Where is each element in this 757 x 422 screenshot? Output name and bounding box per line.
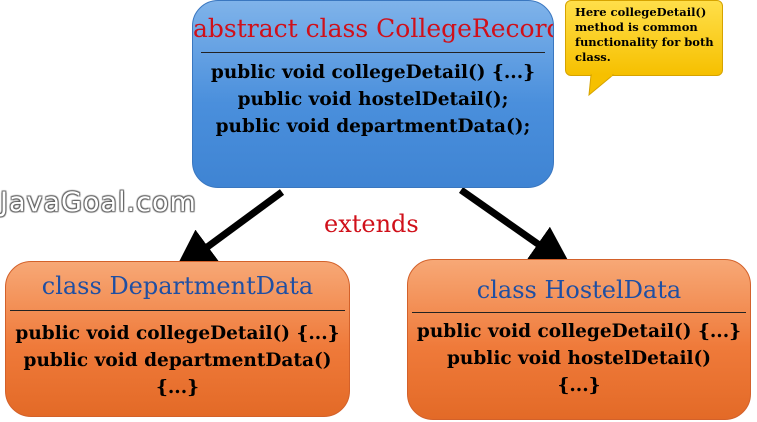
department-class-divider [10,310,345,311]
extends-label: extends [324,210,419,238]
watermark-text: JavaGoal.com [0,187,197,218]
abstract-class-methods: public void collegeDetail() {...} public… [193,59,553,140]
abstract-class-title: abstract class CollegeRecord [193,14,554,43]
department-class-box: class DepartmentData public void college… [5,261,350,417]
method-line: {...} [155,377,200,398]
callout-text: Here collegeDetail() method is common fu… [575,5,714,64]
hostel-class-title: class HostelData [476,276,682,304]
arrow-to-department [174,189,285,272]
department-class-title: class DepartmentData [41,272,314,300]
method-line: public void collegeDetail() {...} [416,321,742,342]
department-class-methods: public void collegeDetail() {...} public… [6,320,349,401]
abstract-class-box: abstract class CollegeRecord public void… [192,0,554,188]
hostel-class-divider [412,312,746,313]
abstract-class-divider [201,52,545,53]
method-line: public void collegeDetail() {...} [15,323,340,344]
method-line: public void departmentData() [23,350,332,371]
method-line: public void hostelDetail() [446,348,712,369]
arrow-to-hostel [458,187,573,269]
method-line: public void hostelDetail(); [237,89,509,110]
method-line: {...} [557,375,601,396]
method-line: public void collegeDetail() {...} [210,62,536,83]
hostel-class-box: class HostelData public void collegeDeta… [407,259,751,420]
method-line: public void departmentData(); [215,116,531,137]
hostel-class-methods: public void collegeDetail() {...} public… [408,318,750,399]
callout-note: Here collegeDetail() method is common fu… [565,0,723,76]
